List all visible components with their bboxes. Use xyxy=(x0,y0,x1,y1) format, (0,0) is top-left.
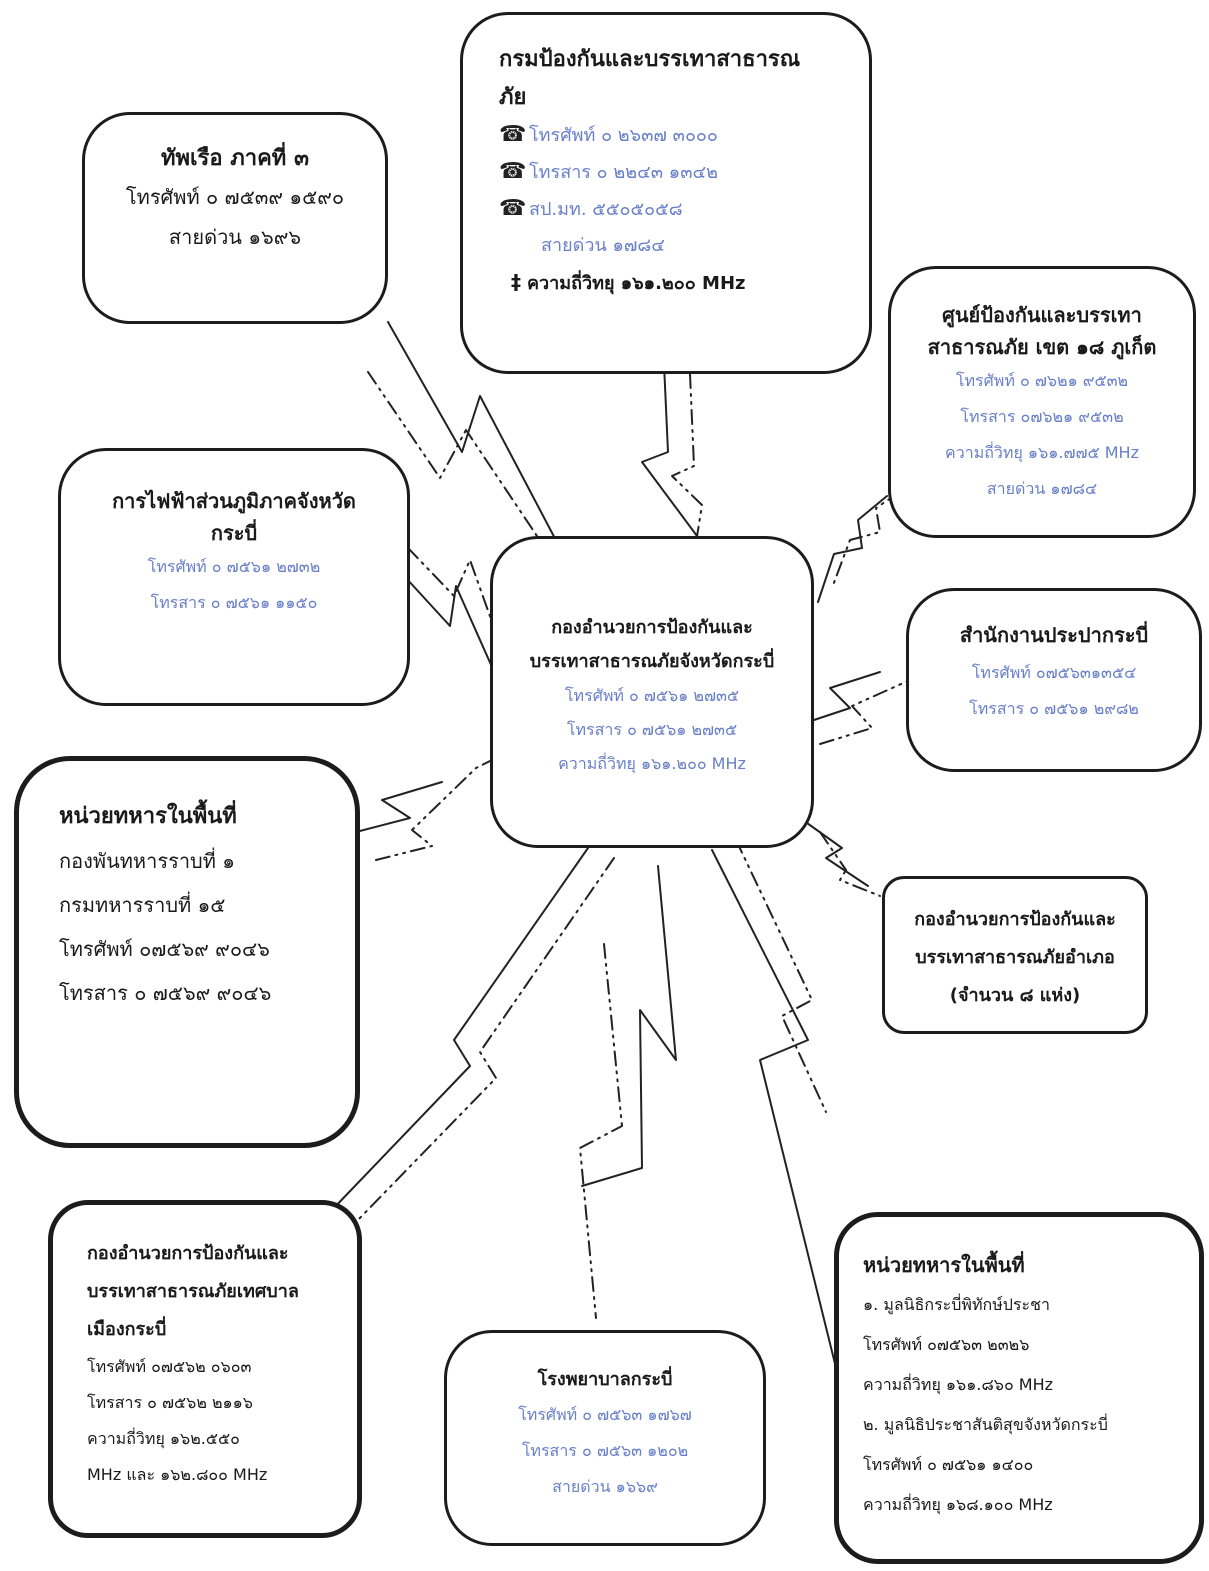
municipal-title-1: กองอำนวยการป้องกันและ xyxy=(87,1243,289,1264)
link-dept-dash xyxy=(671,373,703,569)
central-command-box: กองอำนวยการป้องกันและบรรเทาสาธารณภัยจังห… xyxy=(490,536,814,848)
link-region-dash xyxy=(831,491,901,589)
region-center-box: ศูนย์ป้องกันและบรรเทา สาธารณภัย เขต ๑๘ ภ… xyxy=(888,266,1196,538)
electric-title-2: กระบี่ xyxy=(210,521,258,545)
military-left-line1: กองพันทหารราบที่ ๑ xyxy=(59,849,235,873)
military-right-phone1: โทรศัพท์ ๐๗๕๖๓ ๒๓๒๖ xyxy=(863,1335,1030,1354)
region-radio: ความถี่วิทยุ ๑๖๑.๗๗๕ MHz xyxy=(945,443,1139,462)
military-right-item2: ๒. มูลนิธิประชาสันติสุขจังหวัดกระบี่ xyxy=(863,1415,1108,1434)
municipal-fax: โทรสาร ๐ ๗๕๖๒ ๒๑๑๖ xyxy=(87,1393,253,1412)
link-district-solid xyxy=(799,817,869,887)
hospital-phone: โทรศัพท์ ๐ ๗๕๖๓ ๑๗๖๗ xyxy=(518,1405,692,1424)
hospital-fax: โทรสาร ๐ ๗๕๖๓ ๑๒๐๒ xyxy=(521,1441,689,1460)
link-milright-solid xyxy=(711,849,841,1385)
water-box: สำนักงานประปากระบี่ โทรศัพท์ ๐๗๕๖๓๑๓๕๔ โ… xyxy=(906,588,1202,772)
link-water-dash xyxy=(819,679,911,745)
link-electric-dash xyxy=(407,547,503,651)
dept-spmt: สป.มท. ๕๕๐๕๐๕๘ xyxy=(529,199,683,220)
navy-hotline: สายด่วน ๑๖๙๖ xyxy=(168,225,302,249)
central-phone: โทรศัพท์ ๐ ๗๕๖๑ ๒๗๓๕ xyxy=(564,686,740,705)
municipal-radio-1: ความถี่วิทยุ ๑๖๒.๕๕๐ xyxy=(87,1429,240,1448)
military-right-item1: ๑. มูลนิธิกระบี่พิทักษ์ประชา xyxy=(863,1295,1050,1314)
region-fax: โทรสาร ๐๗๖๒๑ ๙๕๓๒ xyxy=(960,407,1124,426)
electric-fax: โทรสาร ๐ ๗๕๖๑ ๑๑๕๐ xyxy=(150,593,318,612)
link-hospital-solid xyxy=(581,865,677,1187)
municipal-radio-2: MHz และ ๑๖๒.๘๐๐ MHz xyxy=(87,1465,268,1484)
electric-box: การไฟฟ้าส่วนภูมิภาคจังหวัด กระบี่ โทรศัพ… xyxy=(58,448,410,706)
military-left-title: หน่วยทหารในพื้นที่ xyxy=(59,804,237,829)
water-fax: โทรสาร ๐ ๗๕๖๑ ๒๙๘๒ xyxy=(969,699,1139,718)
region-title-1: ศูนย์ป้องกันและบรรเทา xyxy=(942,303,1142,327)
central-title: กองอำนวยการป้องกันและบรรเทาสาธารณภัยจังห… xyxy=(529,617,775,672)
dept-title-1: กรมป้องกันและบรรเทาสาธารณ xyxy=(499,47,801,72)
dept-fax: โทรสาร ๐ ๒๒๔๓ ๑๓๔๒ xyxy=(529,162,718,183)
link-water-solid xyxy=(801,671,881,725)
link-navy-solid xyxy=(387,321,561,549)
navy-phone: โทรศัพท์ ๐ ๗๕๓๙ ๑๕๙๐ xyxy=(125,185,345,209)
link-electric-solid xyxy=(405,577,497,677)
navy-title: ทัพเรือ ภาคที่ ๓ xyxy=(161,146,309,171)
telephone-icon: ☎ xyxy=(499,196,527,221)
navy-box: ทัพเรือ ภาคที่ ๓ โทรศัพท์ ๐ ๗๕๓๙ ๑๕๙๐ สา… xyxy=(82,112,388,324)
dept-phone: โทรศัพท์ ๐ ๒๖๓๗ ๓๐๐๐ xyxy=(529,125,718,146)
municipal-title-3: เมืองกระบี่ xyxy=(87,1319,167,1340)
region-hotline: สายด่วน ๑๗๘๔ xyxy=(986,479,1098,498)
link-milleft-solid xyxy=(355,781,443,833)
military-left-line2: กรมทหารราบที่ ๑๕ xyxy=(59,893,226,917)
electric-title-1: การไฟฟ้าส่วนภูมิภาคจังหวัด xyxy=(112,489,356,513)
dept-fax-row: ☎โทรสาร ๐ ๒๒๔๓ ๑๓๔๒ xyxy=(499,154,869,191)
central-fax: โทรสาร ๐ ๗๕๖๑ ๒๗๓๕ xyxy=(566,720,738,739)
military-right-radio2: ความถี่วิทยุ ๑๖๘.๑๐๐ MHz xyxy=(863,1495,1053,1514)
telephone-icon: ☎ xyxy=(499,122,527,147)
link-hospital-dash xyxy=(579,943,623,1319)
dept-title-2: ภัย xyxy=(499,85,527,110)
dept-radio-row: ‡ ความถี่วิทยุ ๑๖๑.๒๐๐ MHz xyxy=(499,264,869,302)
electric-phone: โทรศัพท์ ๐ ๗๕๖๑ ๒๗๓๒ xyxy=(147,557,321,576)
dept-spmt-row: ☎สป.มท. ๕๕๐๕๐๕๘ xyxy=(499,191,869,228)
military-right-box: หน่วยทหารในพื้นที่ ๑. มูลนิธิกระบี่พิทัก… xyxy=(834,1212,1204,1564)
military-right-title: หน่วยทหารในพื้นที่ xyxy=(863,1253,1025,1277)
radio-antenna-icon: ‡ xyxy=(511,270,521,294)
region-title-2: สาธารณภัย เขต ๑๘ ภูเก็ต xyxy=(927,335,1157,359)
municipal-title-2: บรรเทาสาธารณภัยเทศบาล xyxy=(87,1281,299,1302)
link-municipal-solid xyxy=(329,847,589,1213)
dept-radio: ความถี่วิทยุ ๑๖๑.๒๐๐ MHz xyxy=(527,273,746,294)
dept-phone-row: ☎โทรศัพท์ ๐ ๒๖๓๗ ๓๐๐๐ xyxy=(499,117,869,154)
link-navy-dash xyxy=(367,371,546,549)
military-left-box: หน่วยทหารในพื้นที่ กองพันทหารราบที่ ๑ กร… xyxy=(14,756,360,1148)
district-line1: กองอำนวยการป้องกันและ xyxy=(914,909,1116,930)
hospital-hotline: สายด่วน ๑๖๖๙ xyxy=(552,1477,658,1496)
water-title: สำนักงานประปากระบี่ xyxy=(959,623,1149,647)
link-district-dash xyxy=(819,831,881,897)
municipal-box: กองอำนวยการป้องกันและ บรรเทาสาธารณภัยเทศ… xyxy=(48,1200,362,1538)
link-milleft-dash xyxy=(375,759,493,861)
link-municipal-dash xyxy=(355,857,615,1223)
region-phone: โทรศัพท์ ๐ ๗๖๒๑ ๙๕๓๒ xyxy=(955,371,1129,390)
hospital-title: โรงพยาบาลกระบี่ xyxy=(537,1369,673,1390)
military-left-phone: โทรศัพท์ ๐๗๕๖๙ ๙๐๔๖ xyxy=(59,937,270,961)
link-milright-dash xyxy=(735,839,827,1113)
dept-box: กรมป้องกันและบรรเทาสาธารณ ภัย ☎โทรศัพท์ … xyxy=(460,12,872,374)
water-phone: โทรศัพท์ ๐๗๕๖๓๑๓๕๔ xyxy=(971,663,1137,682)
district-line3: (จำนวน ๘ แห่ง) xyxy=(949,985,1081,1006)
central-radio: ความถี่วิทยุ ๑๖๑.๒๐๐ MHz xyxy=(558,754,746,773)
telephone-icon: ☎ xyxy=(499,159,527,184)
dept-hotline: สายด่วน ๑๗๘๔ xyxy=(541,235,665,256)
link-region-solid xyxy=(817,495,888,603)
military-right-radio1: ความถี่วิทยุ ๑๖๑.๘๖๐ MHz xyxy=(863,1375,1054,1394)
military-left-fax: โทรสาร ๐ ๗๕๖๙ ๙๐๔๖ xyxy=(59,981,272,1005)
district-line2: บรรเทาสาธารณภัยอำเภอ xyxy=(915,947,1115,968)
municipal-phone: โทรศัพท์ ๐๗๕๖๒ ๐๖๐๓ xyxy=(87,1357,252,1376)
military-right-phone2: โทรศัพท์ ๐ ๗๕๖๑ ๑๔๐๐ xyxy=(863,1455,1034,1474)
hospital-box: โรงพยาบาลกระบี่ โทรศัพท์ ๐ ๗๕๖๓ ๑๗๖๗ โทร… xyxy=(444,1330,766,1546)
district-box: กองอำนวยการป้องกันและ บรรเทาสาธารณภัยอำเ… xyxy=(882,876,1148,1034)
